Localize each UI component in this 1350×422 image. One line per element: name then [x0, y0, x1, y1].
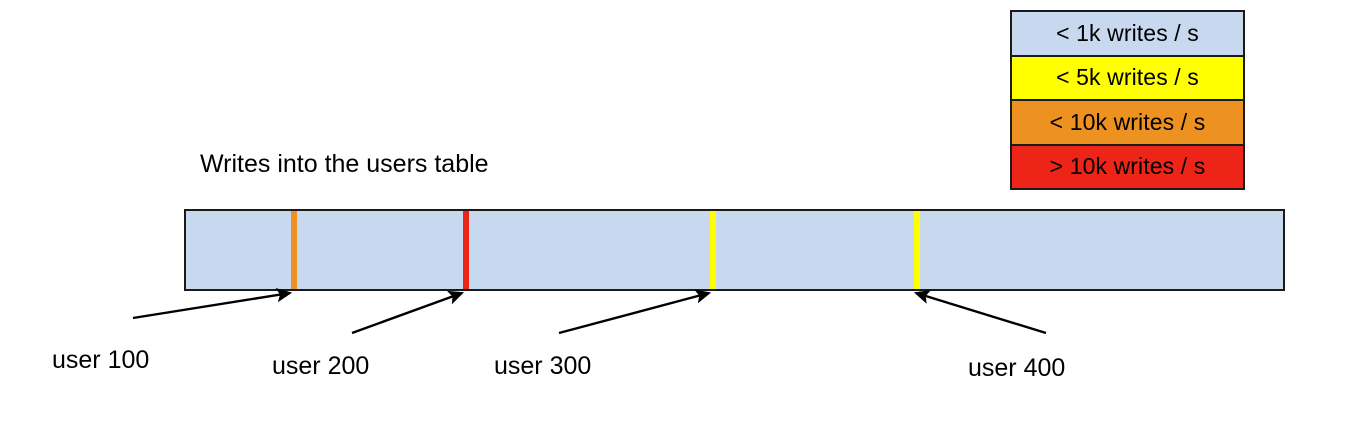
callout-label-2: user 200	[272, 352, 370, 380]
legend-row-1: < 1k writes / s	[1012, 12, 1243, 57]
callout-arrow-2	[351, 290, 465, 335]
user-400-stripe	[914, 211, 920, 289]
callout-label-3: user 300	[494, 352, 592, 380]
legend-row-4: > 10k writes / s	[1012, 145, 1243, 188]
chart-title: Writes into the users table	[200, 150, 489, 178]
user-100-stripe	[291, 211, 297, 289]
legend-row-2: < 5k writes / s	[1012, 56, 1243, 101]
legend-row-label: < 1k writes / s	[1056, 19, 1199, 46]
callout-arrow-1	[132, 288, 293, 320]
callout-label-1: user 100	[52, 346, 150, 374]
legend-row-label: < 5k writes / s	[1056, 64, 1199, 91]
user-200-stripe	[463, 211, 469, 289]
legend: < 1k writes / s < 5k writes / s < 10k writ…	[1010, 10, 1245, 190]
legend-row-3: < 10k writes / s	[1012, 101, 1243, 146]
legend-row-label: < 10k writes / s	[1049, 108, 1206, 135]
legend-row-label: > 10k writes / s	[1049, 153, 1206, 180]
user-300-stripe	[710, 211, 716, 289]
callout-arrow-4	[913, 290, 1047, 335]
callout-label-4: user 400	[968, 354, 1066, 382]
users-table-keyspace-bar	[184, 209, 1285, 291]
callout-arrow-3	[558, 289, 712, 335]
